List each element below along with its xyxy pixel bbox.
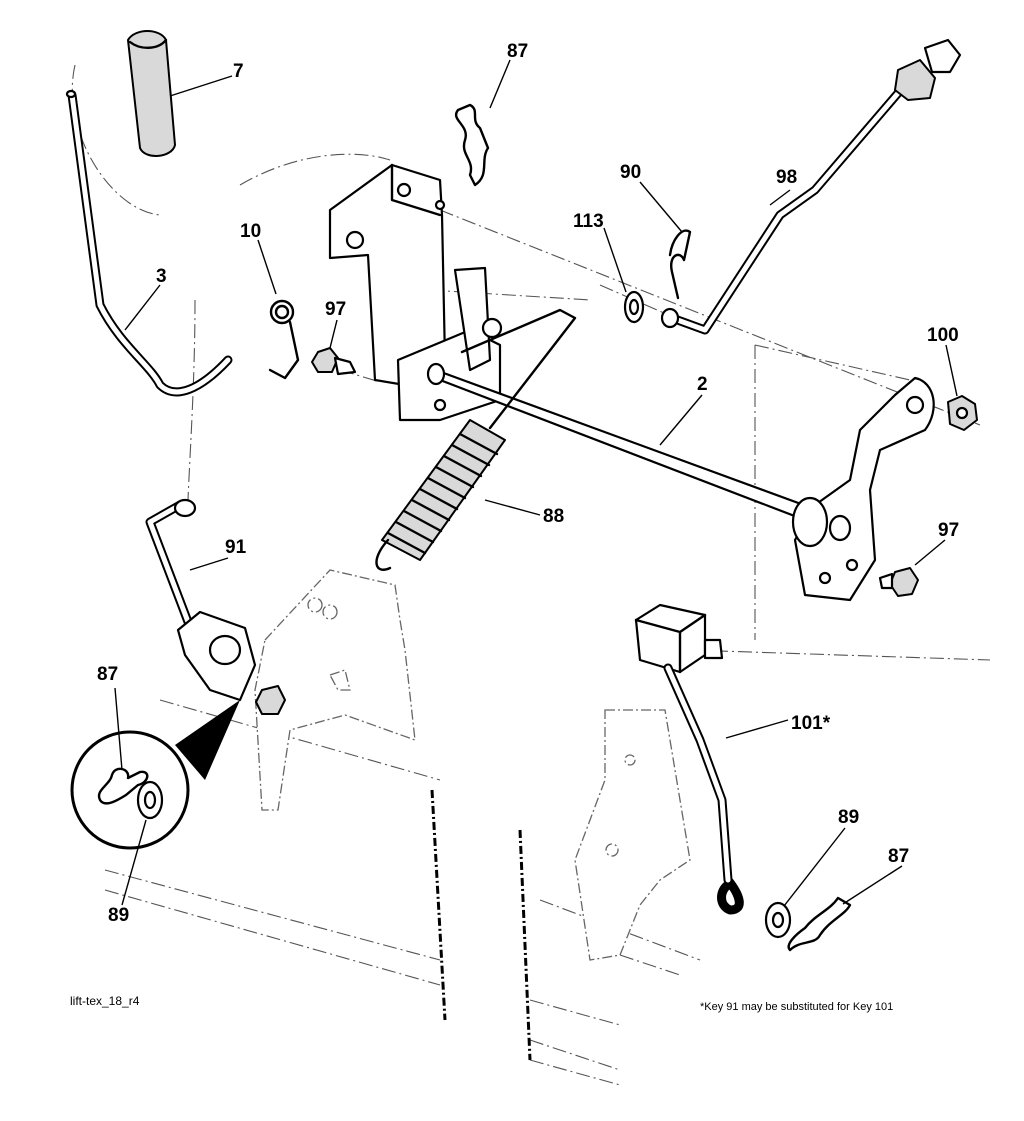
- lift-lever-part-3: [65, 89, 233, 397]
- callout-87-left: 87: [97, 664, 119, 685]
- drawing-id: lift-tex_18_r4: [70, 994, 140, 1008]
- bolt-part-97-left: [311, 347, 357, 376]
- washer-part-89-right: [764, 901, 792, 939]
- left-deck-bracket: [254, 569, 447, 1021]
- grip-part-7: [127, 30, 176, 157]
- callout-88: 88: [543, 506, 565, 527]
- hairpin-part-90: [668, 229, 692, 300]
- hairpin-part-87-top: [455, 103, 490, 187]
- nut-part-100: [947, 395, 978, 431]
- callout-10: 10: [240, 221, 262, 242]
- callout-98: 98: [776, 167, 798, 188]
- torsion-spring-part-10: [268, 299, 300, 380]
- bolt-part-97-right: [878, 567, 919, 597]
- right-lift-arm: [791, 376, 935, 602]
- extension-spring-part-88: [375, 419, 506, 571]
- leader-lines: [114, 59, 958, 907]
- callout-2: 2: [697, 374, 708, 395]
- lift-link-part-91: [145, 498, 286, 715]
- lift-link-part-101: [634, 603, 744, 915]
- callout-89-right: 89: [838, 807, 860, 828]
- callout-100: 100: [927, 325, 959, 346]
- callout-97-right: 97: [938, 520, 960, 541]
- callout-101: 101*: [791, 713, 831, 734]
- callout-89-left: 89: [108, 905, 130, 926]
- callout-113: 113: [573, 211, 604, 232]
- callout-87-top: 87: [507, 41, 529, 62]
- hairpin-part-87-right: [787, 896, 852, 952]
- callout-7: 7: [233, 61, 244, 82]
- right-deck-bracket: [518, 709, 691, 1061]
- adjust-rod-part-98: [660, 38, 962, 335]
- callout-3: 3: [156, 266, 167, 287]
- callout-91: 91: [225, 537, 247, 558]
- washer-part-113: [623, 290, 645, 324]
- footnote: *Key 91 may be substituted for Key 101: [700, 1001, 894, 1013]
- spring-link: [460, 308, 577, 430]
- callout-87-right: 87: [888, 846, 910, 867]
- pivot-bracket: [328, 163, 503, 422]
- detail-view: [70, 700, 240, 850]
- callout-90: 90: [620, 162, 642, 183]
- callout-97-left: 97: [325, 299, 347, 320]
